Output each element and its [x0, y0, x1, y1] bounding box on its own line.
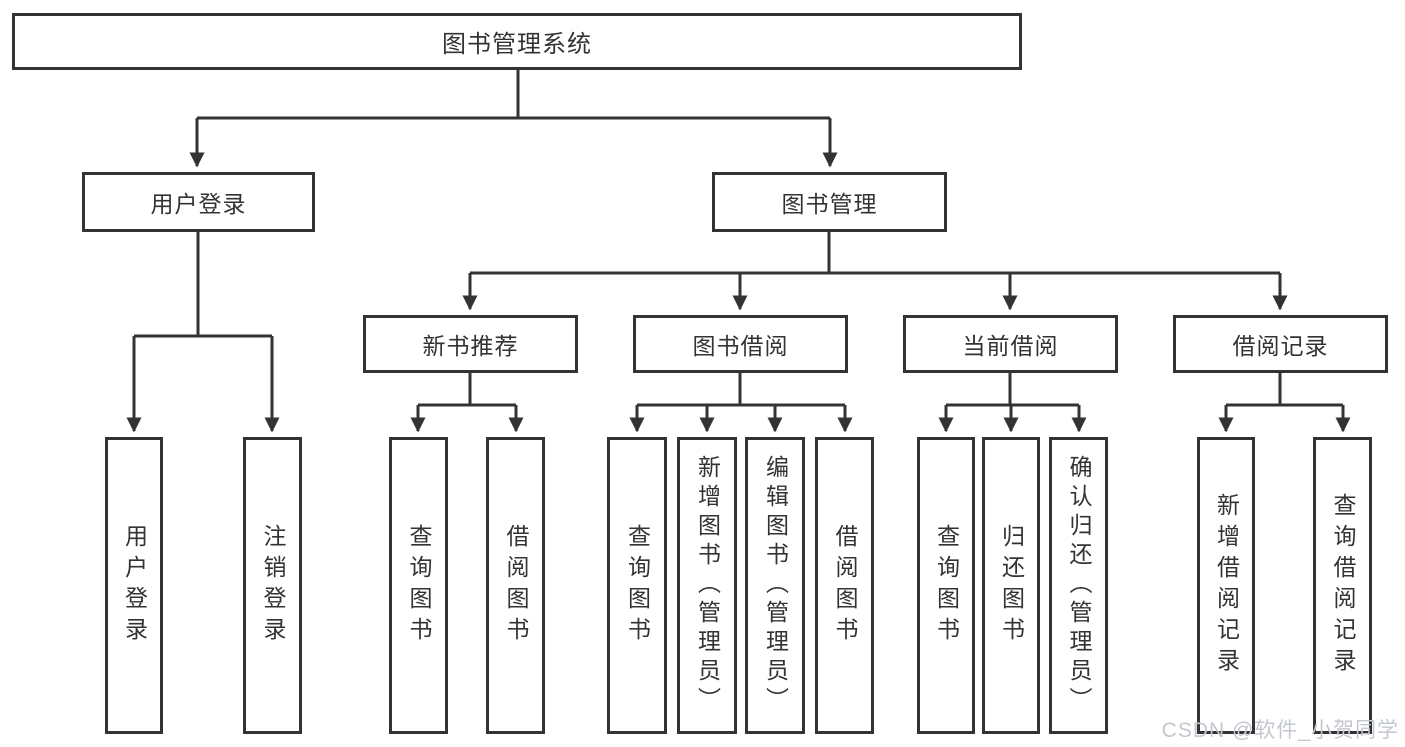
- node-library-management-system: 图书管理系统: [12, 13, 1022, 70]
- leaf-label: 确认归还（管理员）: [1066, 455, 1092, 716]
- leaf-label: 查询图书: [624, 523, 651, 648]
- node-current-borrowing: 当前借阅: [903, 315, 1118, 373]
- leaf-label: 注销登录: [260, 523, 286, 648]
- leaf-label: 查询图书: [406, 523, 432, 648]
- leaf-confirm-return-admin: 确认归还（管理员）: [1049, 437, 1108, 734]
- leaf-label: 新增借阅记录: [1213, 492, 1240, 679]
- node-user-login: 用户登录: [82, 172, 315, 232]
- leaf-add-borrow-record: 新增借阅记录: [1197, 437, 1255, 734]
- leaf-borrow-books-recommend: 借阅图书: [486, 437, 545, 734]
- leaf-query-books-recommend: 查询图书: [389, 437, 448, 734]
- node-book-borrowing: 图书借阅: [633, 315, 848, 373]
- leaf-user-login: 用户登录: [105, 437, 163, 734]
- leaf-query-borrow-record: 查询借阅记录: [1313, 437, 1372, 734]
- leaf-label: 新增图书（管理员）: [694, 455, 721, 716]
- csdn-watermark: CSDN @软件_小贺同学: [1161, 719, 1399, 742]
- leaf-label: 用户登录: [121, 523, 148, 648]
- leaf-label: 编辑图书（管理员）: [762, 455, 789, 716]
- leaf-label: 借阅图书: [503, 523, 529, 648]
- node-book-management: 图书管理: [712, 172, 947, 232]
- node-new-book-recommendation: 新书推荐: [363, 315, 578, 373]
- leaf-add-books-admin: 新增图书（管理员）: [677, 437, 737, 734]
- leaf-logout: 注销登录: [243, 437, 302, 734]
- leaf-query-books-borrow: 查询图书: [607, 437, 667, 734]
- leaf-edit-books-admin: 编辑图书（管理员）: [745, 437, 805, 734]
- leaf-query-books-current: 查询图书: [917, 437, 975, 734]
- leaf-label: 归还图书: [998, 523, 1025, 648]
- node-borrowing-records: 借阅记录: [1173, 315, 1388, 373]
- leaf-label: 查询借阅记录: [1330, 492, 1356, 679]
- leaf-label: 查询图书: [933, 523, 960, 648]
- leaf-label: 借阅图书: [832, 523, 858, 648]
- leaf-borrow-books: 借阅图书: [815, 437, 874, 734]
- leaf-return-books: 归还图书: [982, 437, 1040, 734]
